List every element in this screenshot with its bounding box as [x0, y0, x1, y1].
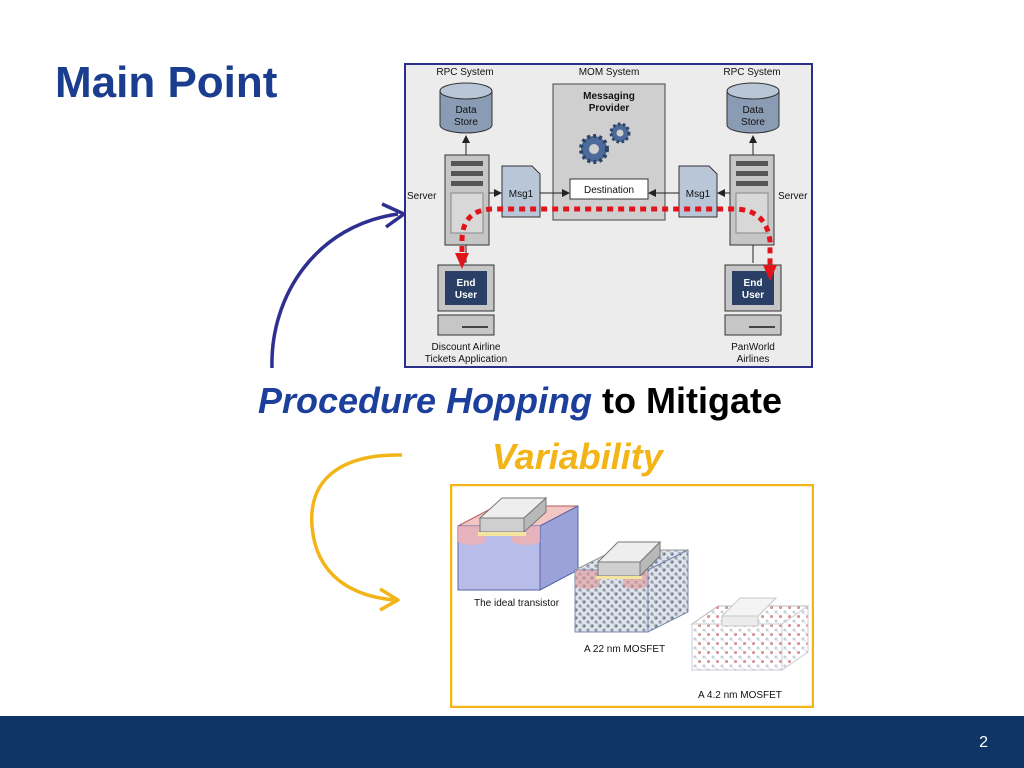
svg-text:Msg1: Msg1	[686, 189, 711, 200]
mosfet-4nm-model	[690, 597, 810, 671]
ideal-transistor-model	[457, 496, 579, 591]
left-server-label: Server	[407, 191, 437, 202]
left-system-label: RPC System	[436, 67, 493, 78]
left-red-arrowhead	[455, 253, 469, 269]
right-app-label-line2: Airlines	[737, 354, 770, 365]
label-ideal-transistor: The ideal transistor	[474, 598, 560, 609]
headline: Procedure Hopping to Mitigate Variabilit…	[258, 380, 938, 490]
right-system-label: RPC System	[723, 67, 780, 78]
blue-curved-arrow	[270, 202, 406, 369]
headline-variability: Variability	[492, 436, 663, 477]
slide-title: Main Point	[55, 58, 278, 107]
svg-text:Store: Store	[454, 117, 478, 128]
label-22nm-mosfet: A 22 nm MOSFET	[584, 644, 665, 655]
left-app-label-line1: Discount Airline	[432, 342, 501, 353]
right-end-user-computer: End User	[724, 264, 782, 336]
footer-bar: 2	[0, 716, 1024, 768]
left-end-user-computer: End User	[437, 264, 495, 336]
headline-to-mitigate: to Mitigate	[592, 380, 783, 421]
destination-label: Destination	[584, 185, 634, 196]
label-4nm-mosfet: A 4.2 nm MOSFET	[698, 690, 782, 701]
left-server	[444, 154, 490, 246]
mosfet-22nm-model	[574, 540, 689, 633]
right-data-store: Data Store	[726, 82, 780, 134]
svg-text:User: User	[742, 290, 764, 301]
left-data-store: Data Store	[439, 82, 493, 134]
procedure-hop-path	[459, 206, 773, 275]
svg-text:Store: Store	[741, 117, 765, 128]
gold-curved-arrow	[310, 453, 403, 612]
svg-text:Data: Data	[742, 105, 764, 116]
right-server-label: Server	[778, 191, 808, 202]
svg-text:User: User	[455, 290, 477, 301]
left-app-label-line2: Tickets Application	[425, 354, 507, 365]
gears-icon	[579, 122, 631, 164]
svg-text:End: End	[457, 278, 476, 289]
right-app-label-line1: PanWorld	[731, 342, 775, 353]
center-system-label: MOM System	[579, 67, 640, 78]
headline-procedure-hopping: Procedure Hopping	[258, 380, 593, 421]
svg-text:Messaging: Messaging	[583, 91, 635, 102]
transistor-figure: The ideal transistor A 22 nm MOSFET A 4.…	[450, 484, 814, 708]
messaging-provider-box: Messaging Provider Destination	[552, 83, 666, 221]
svg-text:End: End	[744, 278, 763, 289]
rpc-mom-diagram: RPC System MOM System RPC System Data St…	[404, 63, 813, 368]
svg-text:Provider: Provider	[589, 103, 630, 114]
svg-text:Msg1: Msg1	[509, 189, 534, 200]
svg-text:Data: Data	[455, 105, 477, 116]
right-red-arrowhead	[763, 265, 777, 281]
page-number: 2	[979, 734, 988, 751]
